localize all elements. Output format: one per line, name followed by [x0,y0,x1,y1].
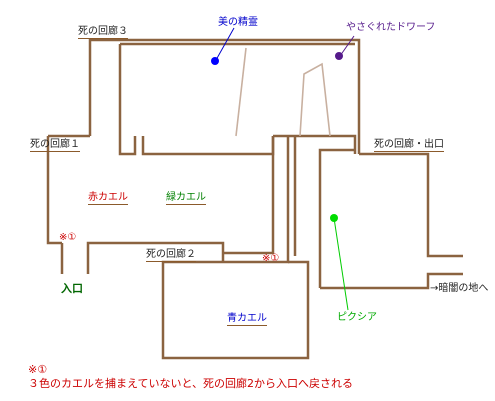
wall-exit-area [359,152,463,258]
pixie-dot[interactable] [330,214,338,222]
dwarf-pointer [339,35,355,57]
wall-corridor1 [46,136,62,245]
wall-green-top [141,136,275,156]
note-text: ３色のカエルを捕まえていないと、死の回廊2から入口へ戻される [28,377,354,390]
wall-red-room-top [118,136,137,156]
partition-right [299,62,331,137]
marker-left: ※① [59,232,77,243]
wall-exit-bottom [320,272,463,290]
wall-blue-room [161,260,310,360]
spirit-pointer [215,27,235,61]
label-corridor3: 死の回廊３ [78,26,128,39]
label-red-frog: 赤カエル [88,192,128,205]
wall-exit-inner [318,148,355,288]
label-green-frog: 緑カエル [166,192,206,205]
spirit-dot[interactable] [211,57,219,65]
label-corridor-exit: 死の回廊・出口 [374,139,444,152]
partition-left [235,47,247,137]
wall-center-top [273,134,357,154]
label-dwarf: やさぐれたドワーフ [346,22,436,33]
label-corridor1: 死の回廊１ [30,139,80,152]
label-spirit: 美の精霊 [218,17,258,28]
marker-center: ※① [262,253,280,264]
exit-label[interactable]: →暗闇の地へ [430,283,489,294]
wall-corridor3-outer [88,38,361,154]
label-pixie: ピクシア [337,312,377,323]
partitions [235,47,331,137]
dwarf-dot[interactable] [335,52,343,60]
label-corridor2: 死の回廊２ [146,249,196,262]
note-mark: ※① [28,363,48,376]
label-blue-frog: 青カエル [227,313,267,326]
pixie-pointer [333,217,349,311]
wall-center-corridor-left [223,136,275,255]
entrance-label[interactable]: 入口 [61,282,83,295]
